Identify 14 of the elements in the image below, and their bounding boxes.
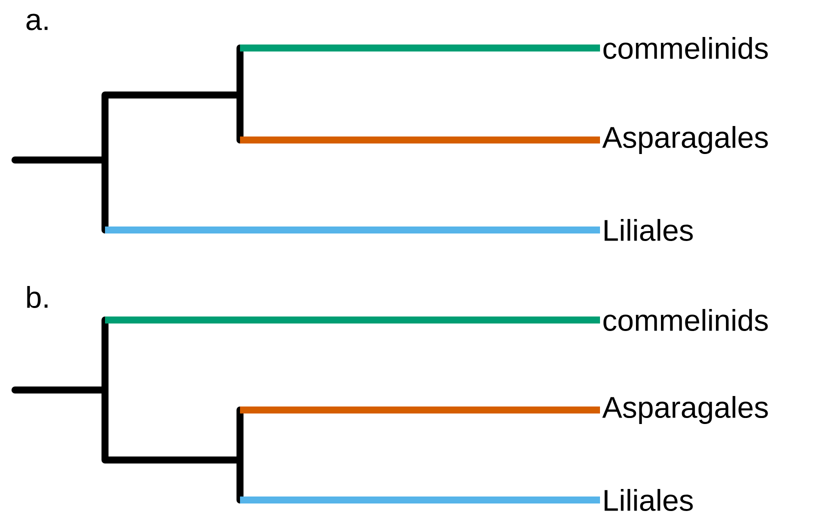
branch-line [105, 316, 600, 324]
branch-line [240, 496, 600, 504]
branch-line [240, 406, 600, 414]
leaf-label: Liliales [604, 488, 693, 511]
leaf-label: commelinids [603, 308, 768, 331]
panel-label: b. [27, 286, 48, 308]
branch-line [240, 136, 600, 144]
leaf-label: Asparagales [602, 396, 768, 424]
leaf-label: commelinids [603, 36, 768, 60]
panel-label: a. [26, 14, 48, 30]
branch-line [240, 44, 600, 52]
branch-line [105, 226, 600, 234]
leaf-label: Asparagales [602, 126, 768, 154]
leaf-label: Liliales [604, 218, 693, 241]
